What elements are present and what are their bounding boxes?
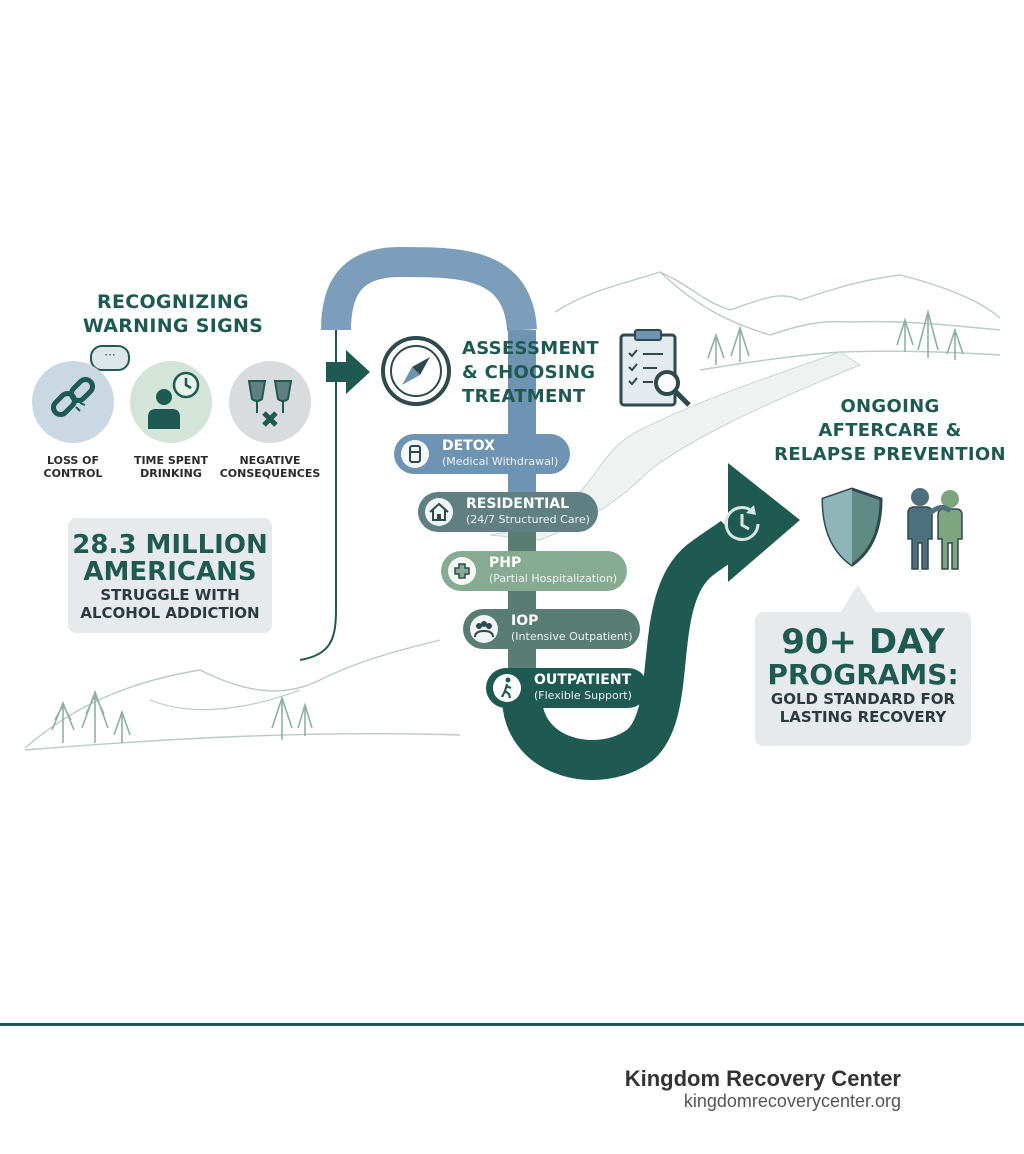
sign-label-line: DRINKING <box>140 467 202 480</box>
brand-url[interactable]: kingdomrecoverycenter.org <box>683 1091 901 1111</box>
programs-line2: PROGRAMS: <box>767 658 959 691</box>
level-outpatient[interactable]: OUTPATIENT (Flexible Support) <box>486 668 648 708</box>
level-detox[interactable]: DETOX (Medical Withdrawal) <box>394 434 570 474</box>
stat-line4: ALCOHOL ADDICTION <box>80 604 260 622</box>
level-desc: (Intensive Outpatient) <box>511 630 633 643</box>
callout-pointer <box>840 585 876 613</box>
programs-line4: LASTING RECOVERY <box>779 708 947 726</box>
level-desc: (Partial Hospitalization) <box>489 572 618 585</box>
level-desc: (24/7 Structured Care) <box>466 513 590 526</box>
aftercare-title: ONGOING AFTERCARE & RELAPSE PREVENTION <box>770 395 1010 467</box>
loss-of-control-circle <box>32 361 114 443</box>
statistic-box: 28.3 MILLION AMERICANS STRUGGLE WITH ALC… <box>68 518 272 633</box>
brand-name: Kingdom Recovery Center <box>624 1066 901 1091</box>
assessment-title: ASSESSMENT & CHOOSING TREATMENT <box>462 337 612 409</box>
stat-line1: 28.3 MILLION <box>72 530 268 560</box>
level-name: OUTPATIENT <box>534 672 632 688</box>
supporting-people-icon <box>900 483 970 573</box>
clipboard-magnifier-icon <box>617 327 697 411</box>
level-name: PHP <box>489 555 522 571</box>
negative-consequences-label: NEGATIVE CONSEQUENCES <box>210 454 330 480</box>
negative-consequences-circle <box>229 361 311 443</box>
sign-label-line: LOSS OF <box>46 454 99 467</box>
person-clock-icon <box>148 371 200 429</box>
level-desc: (Flexible Support) <box>534 689 632 702</box>
assessment-line1: ASSESSMENT <box>462 338 600 359</box>
warning-title-line1: RECOGNIZING <box>97 291 249 313</box>
sign-label-line: CONTROL <box>43 467 103 480</box>
loss-of-control-label: LOSS OF CONTROL <box>22 454 124 480</box>
assessment-line3: TREATMENT <box>462 386 586 407</box>
level-name: RESIDENTIAL <box>466 496 570 512</box>
hands-cross-icon <box>448 557 476 585</box>
sign-label-line: NEGATIVE <box>239 454 301 467</box>
shield-icon <box>817 485 887 569</box>
time-spent-circle <box>130 361 212 443</box>
programs-box: 90+ DAY PROGRAMS: GOLD STANDARD FOR LAST… <box>755 612 971 746</box>
clock-refresh-icon <box>718 500 766 548</box>
warning-title-line2: WARNING SIGNS <box>82 315 264 337</box>
level-desc: (Medical Withdrawal) <box>442 455 559 468</box>
time-spent-label: TIME SPENT DRINKING <box>120 454 222 480</box>
stat-line3: STRUGGLE WITH <box>100 586 240 604</box>
house-icon <box>425 498 453 526</box>
broken-chain-icon <box>50 376 96 418</box>
broken-glasses-icon <box>247 380 293 427</box>
compass-icon <box>380 335 452 407</box>
aftercare-line2: AFTERCARE & <box>818 420 962 441</box>
speech-bubble-icon: ··· <box>90 345 130 371</box>
medication-icon <box>401 440 429 468</box>
walking-icon <box>493 674 521 702</box>
programs-line1: 90+ DAY <box>781 622 945 662</box>
assessment-line2: & CHOOSING <box>462 362 596 383</box>
footer-divider <box>0 1023 1024 1026</box>
aftercare-line3: RELAPSE PREVENTION <box>774 444 1006 465</box>
level-php[interactable]: PHP (Partial Hospitalization) <box>441 551 627 591</box>
level-name: IOP <box>511 613 539 629</box>
warning-signs-title: RECOGNIZING WARNING SIGNS <box>60 290 286 338</box>
group-icon <box>470 615 498 643</box>
level-iop[interactable]: IOP (Intensive Outpatient) <box>463 609 640 649</box>
sign-label-line: CONSEQUENCES <box>219 467 321 480</box>
aftercare-line1: ONGOING <box>840 396 940 417</box>
level-name: DETOX <box>442 438 495 454</box>
level-residential[interactable]: RESIDENTIAL (24/7 Structured Care) <box>418 492 598 532</box>
sign-label-line: TIME SPENT <box>133 454 209 467</box>
programs-line3: GOLD STANDARD FOR <box>770 690 956 708</box>
stat-line2: AMERICANS <box>83 557 257 587</box>
